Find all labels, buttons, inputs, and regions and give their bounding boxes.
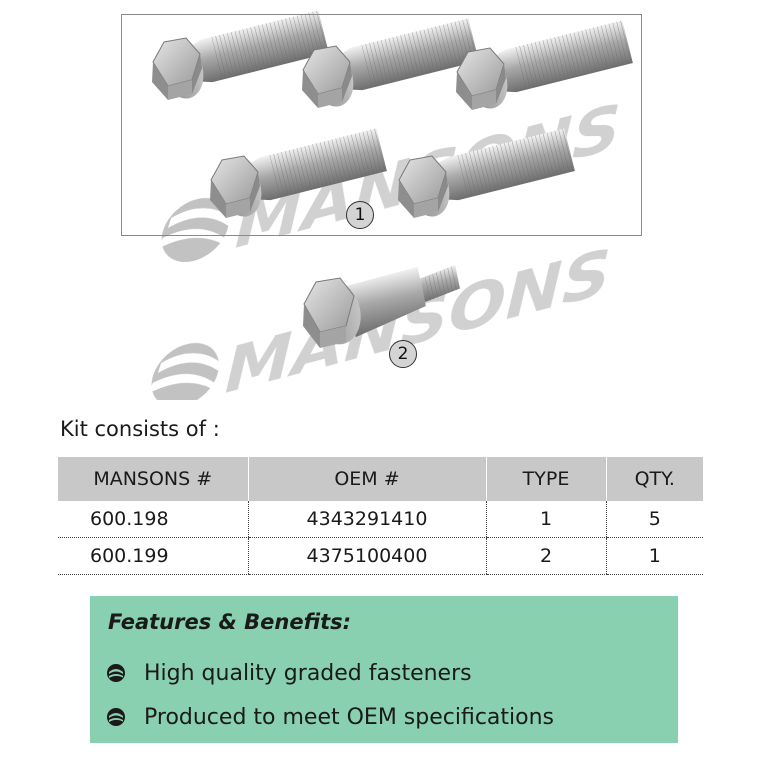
cell-qty: 1 bbox=[605, 537, 703, 575]
cell-type: 2 bbox=[485, 537, 606, 575]
stepped-hex-bolt-icon bbox=[303, 264, 460, 348]
product-illustration: MANSONS MANSONS bbox=[151, 9, 634, 400]
feature-item: High quality graded fasteners bbox=[106, 658, 472, 688]
cell-oem-number: 4375100400 bbox=[247, 537, 486, 575]
column-header-mansons: MANSONS # bbox=[58, 457, 248, 501]
table-row: 600.199 4375100400 2 1 bbox=[58, 537, 703, 575]
kit-heading: Kit consists of : bbox=[60, 417, 220, 441]
cell-oem-number: 4343291410 bbox=[247, 501, 486, 538]
feature-item: Produced to meet OEM specifications bbox=[106, 702, 554, 732]
feature-text: Produced to meet OEM specifications bbox=[144, 704, 554, 730]
svg-text:MANSONS: MANSONS bbox=[224, 236, 612, 400]
kit-parts-table: MANSONS # OEM # TYPE QTY. 600.198 434329… bbox=[58, 457, 703, 575]
callout-2: 2 bbox=[389, 340, 417, 368]
cell-type: 1 bbox=[485, 501, 606, 538]
cell-qty: 5 bbox=[605, 501, 703, 538]
cell-mansons-number: 600.198 bbox=[58, 501, 248, 538]
feature-text: High quality graded fasteners bbox=[144, 660, 472, 686]
features-title: Features & Benefits: bbox=[108, 610, 352, 634]
table-row: 600.198 4343291410 1 5 bbox=[58, 501, 703, 538]
cell-mansons-number: 600.199 bbox=[58, 537, 248, 575]
column-header-qty: QTY. bbox=[605, 457, 703, 501]
product-image-frame bbox=[121, 14, 642, 236]
callout-1: 1 bbox=[346, 201, 374, 229]
column-header-type: TYPE bbox=[485, 457, 606, 501]
features-panel: Features & Benefits: High quality graded… bbox=[90, 596, 678, 743]
table-header-row: MANSONS # OEM # TYPE QTY. bbox=[58, 457, 703, 501]
swirl-bullet-icon bbox=[107, 708, 125, 726]
swirl-bullet-icon bbox=[107, 664, 125, 682]
column-header-oem: OEM # bbox=[247, 457, 486, 501]
